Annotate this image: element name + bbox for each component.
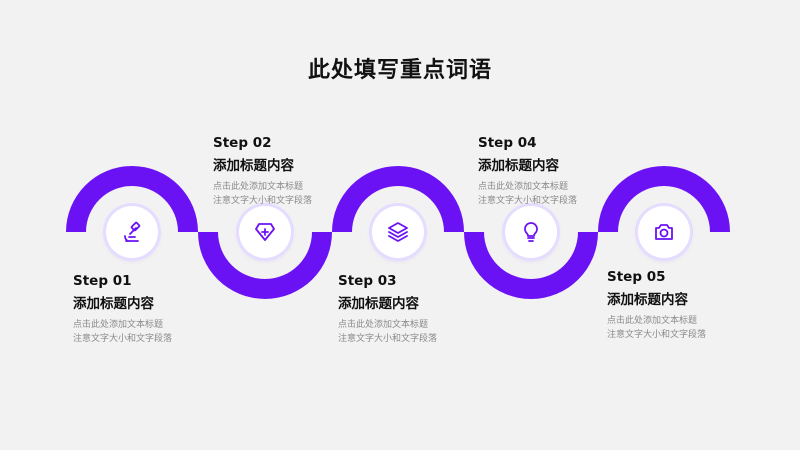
camera-icon xyxy=(655,224,673,240)
step-1-heading: 添加标题内容 xyxy=(73,296,154,312)
wave-arc-2 xyxy=(198,232,332,299)
step-5-label: Step 05 xyxy=(607,269,666,285)
step-2-label: Step 02 xyxy=(213,135,272,151)
step-3-heading: 添加标题内容 xyxy=(338,296,419,312)
step-3-desc-line-1: 点击此处添加文本标题 xyxy=(338,320,429,330)
step-1-icon-circle xyxy=(106,206,158,258)
page-title: 此处填写重点词语 xyxy=(307,58,492,83)
step-4-heading: 添加标题内容 xyxy=(478,158,559,174)
step-2-block: Step 02 添加标题内容 点击此处添加文本标题 注意文字大小和文字段落 xyxy=(213,134,363,208)
step-2-heading: 添加标题内容 xyxy=(213,158,294,174)
step-2-desc-line-2: 注意文字大小和文字段落 xyxy=(213,196,313,206)
step-4-label: Step 04 xyxy=(478,135,537,151)
step-5-heading: 添加标题内容 xyxy=(607,292,688,308)
step-1-desc-line-1: 点击此处添加文本标题 xyxy=(73,320,164,330)
step-3-desc-line-2: 注意文字大小和文字段落 xyxy=(338,334,438,344)
step-4-description: 点击此处添加文本标题 注意文字大小和文字段落 xyxy=(478,180,628,208)
step-2-description: 点击此处添加文本标题 注意文字大小和文字段落 xyxy=(213,180,363,208)
wave-arc-4 xyxy=(464,232,598,299)
step-4-desc-line-2: 注意文字大小和文字段落 xyxy=(478,196,578,206)
step-1-description: 点击此处添加文本标题 注意文字大小和文字段落 xyxy=(73,318,223,346)
step-1-block: Step 01 添加标题内容 点击此处添加文本标题 注意文字大小和文字段落 xyxy=(73,272,223,346)
step-5-description: 点击此处添加文本标题 注意文字大小和文字段落 xyxy=(607,314,757,342)
layers-icon xyxy=(388,222,408,242)
step-4-desc-line-1: 点击此处添加文本标题 xyxy=(478,182,569,192)
lightbulb-icon xyxy=(524,222,538,242)
step-1-label: Step 01 xyxy=(73,273,132,289)
wave-arc-5 xyxy=(598,166,730,232)
step-5-icon-circle xyxy=(638,206,690,258)
wave-arc-3 xyxy=(332,166,464,232)
step-3-icon-circle xyxy=(372,206,424,258)
wave-arc-1 xyxy=(66,166,198,232)
step-2-desc-line-1: 点击此处添加文本标题 xyxy=(213,182,304,192)
step-5-desc-line-1: 点击此处添加文本标题 xyxy=(607,316,698,326)
step-5-block: Step 05 添加标题内容 点击此处添加文本标题 注意文字大小和文字段落 xyxy=(607,268,757,342)
microscope-icon xyxy=(124,221,141,242)
step-3-block: Step 03 添加标题内容 点击此处添加文本标题 注意文字大小和文字段落 xyxy=(338,272,488,346)
step-2-icon-circle xyxy=(239,206,291,258)
step-4-block: Step 04 添加标题内容 点击此处添加文本标题 注意文字大小和文字段落 xyxy=(478,134,628,208)
step-1-desc-line-2: 注意文字大小和文字段落 xyxy=(73,334,173,344)
step-3-description: 点击此处添加文本标题 注意文字大小和文字段落 xyxy=(338,318,488,346)
step-3-label: Step 03 xyxy=(338,273,397,289)
gem-add-icon xyxy=(255,223,275,241)
step-5-desc-line-2: 注意文字大小和文字段落 xyxy=(607,330,707,340)
step-4-icon-circle xyxy=(505,206,557,258)
